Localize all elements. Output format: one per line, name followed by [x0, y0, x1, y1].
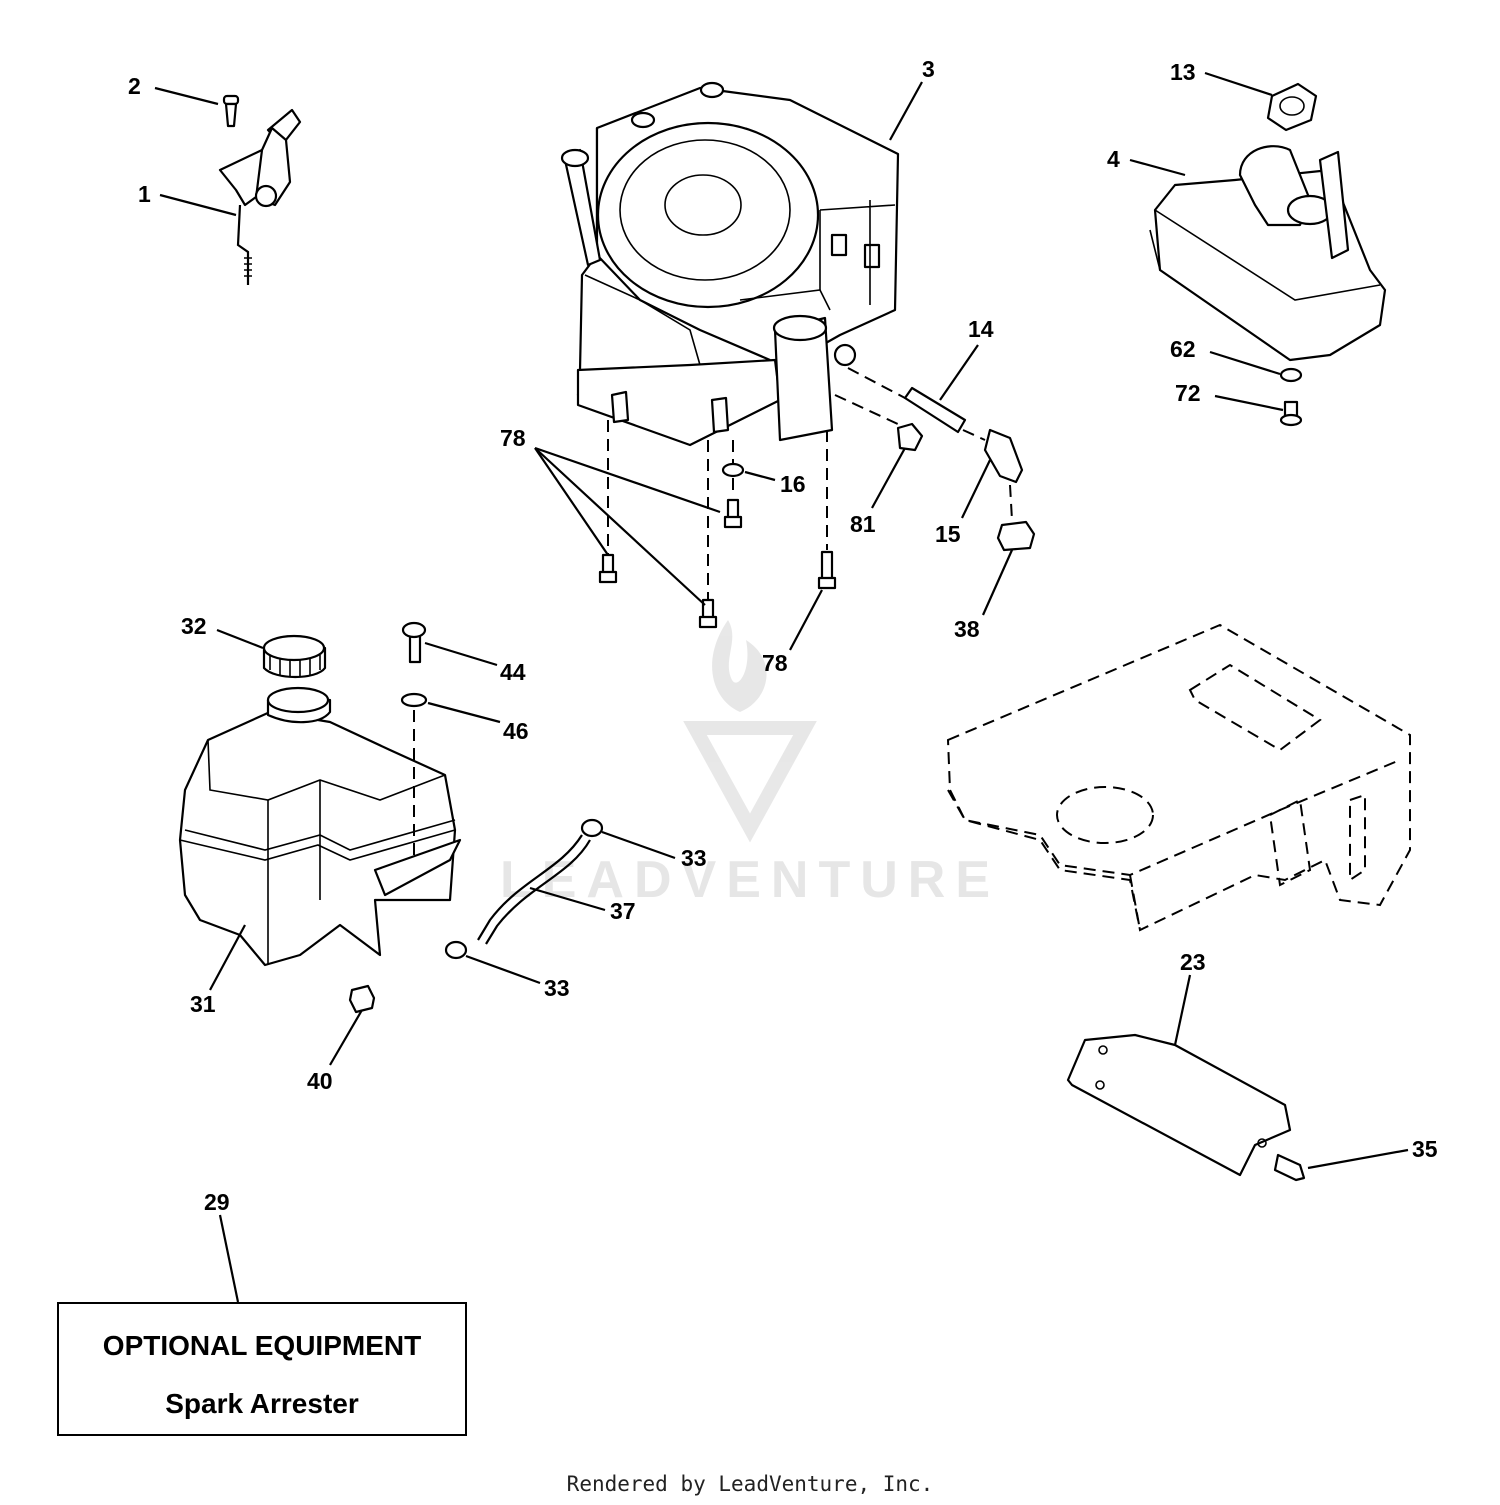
callout-33-upper: 33 [681, 845, 707, 871]
callout-44: 44 [500, 659, 526, 685]
fuel-fitting-part [834, 367, 1036, 552]
optional-equipment-box: OPTIONAL EQUIPMENT Spark Arrester [57, 1302, 467, 1436]
callout-40: 40 [307, 1068, 333, 1094]
callout-4: 4 [1107, 146, 1120, 172]
heat-shield-part [1066, 1033, 1306, 1182]
callout-38: 38 [954, 616, 980, 642]
callout-29: 29 [204, 1189, 230, 1215]
watermark-logo-icon [683, 620, 817, 843]
callout-32: 32 [181, 613, 207, 639]
callout-46: 46 [503, 718, 529, 744]
callout-13: 13 [1170, 59, 1196, 85]
watermark-text: LEADVENTURE [499, 851, 1001, 909]
callout-1: 1 [138, 181, 151, 207]
leader-lines [154, 71, 1409, 1303]
callout-33-lower: 33 [544, 975, 570, 1001]
engine-part [560, 81, 900, 447]
muffler-part [1149, 82, 1387, 427]
frame-part [946, 623, 1411, 932]
callout-16: 16 [780, 471, 806, 497]
callout-62: 62 [1170, 336, 1196, 362]
throttle-control-part [218, 94, 302, 285]
callout-35: 35 [1412, 1136, 1438, 1162]
callout-81: 81 [850, 511, 876, 537]
fuel-line-part [444, 818, 604, 960]
callout-3: 3 [922, 56, 935, 82]
optional-equipment-subtitle: Spark Arrester [165, 1388, 359, 1419]
callout-14: 14 [968, 316, 994, 342]
callout-78-lower: 78 [762, 650, 788, 676]
optional-equipment-title: OPTIONAL EQUIPMENT [102, 1330, 422, 1361]
engine-mount-bolts-part [598, 420, 837, 629]
footer-credit: Rendered by LeadVenture, Inc. [566, 1472, 934, 1496]
callout-72: 72 [1175, 380, 1201, 406]
callout-15: 15 [935, 521, 961, 547]
callout-78-upper: 78 [500, 425, 526, 451]
callout-2: 2 [128, 73, 141, 99]
callout-23: 23 [1180, 949, 1206, 975]
callout-31: 31 [190, 991, 216, 1017]
callout-37: 37 [610, 898, 636, 924]
fuel-tank-part [178, 621, 462, 1014]
